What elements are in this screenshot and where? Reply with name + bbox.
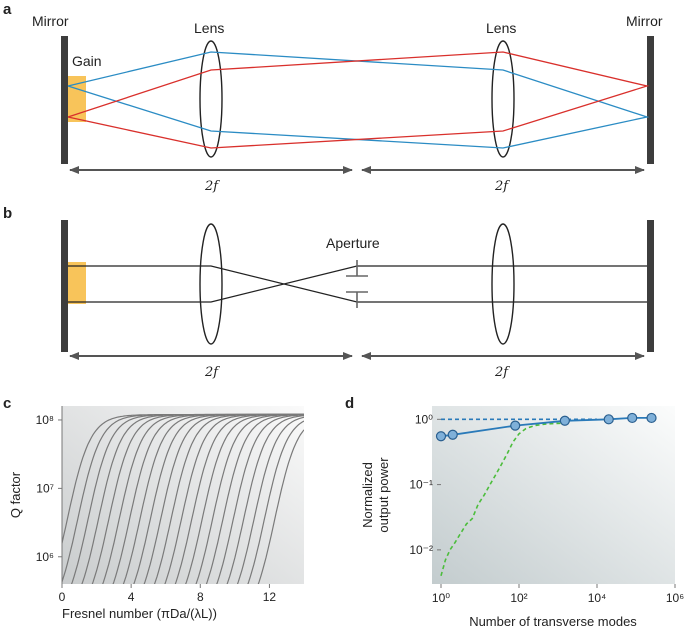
d-y-axis-label-line2: output power (376, 457, 391, 533)
d-y-ticks: 10⁻² 10⁻¹ 10⁰ (409, 412, 441, 557)
green-dashed-series (440, 422, 570, 577)
panel-a: a Mirror Mirror Gain Lens Lens 2f 2f (3, 1, 663, 194)
c-x-tick-label: 4 (128, 590, 135, 604)
data-point-marker (447, 429, 458, 440)
plot-d-series (435, 412, 657, 577)
c-y-tick-label: 10⁷ (36, 481, 54, 495)
dim-label-right: 2f (494, 365, 510, 380)
c-y-ticks: 10⁶ 10⁷ 10⁸ (36, 413, 62, 564)
d-y-tick-label: 10⁻² (409, 543, 433, 557)
aperture (346, 260, 368, 308)
data-point-marker (559, 415, 570, 426)
red-ray (67, 51, 650, 149)
data-point-marker (435, 431, 447, 442)
d-y-axis-label-line1: Normalized (360, 462, 375, 528)
q-factor-curve (195, 414, 304, 584)
d-y-tick-label: 10⁰ (415, 412, 433, 426)
c-x-tick-label: 12 (263, 590, 277, 604)
mirror-right (647, 36, 654, 164)
data-point-marker (627, 412, 638, 424)
lens-left-label: Lens (194, 20, 224, 36)
mirror-left (61, 36, 68, 164)
c-y-axis-label: Q factor (8, 471, 23, 518)
c-y-tick-label: 10⁶ (36, 550, 54, 564)
dim-label-right: 2f (494, 179, 510, 194)
dim-label-left: 2f (204, 365, 220, 380)
dim-label-left: 2f (204, 179, 220, 194)
c-x-tick-label: 0 (59, 590, 66, 604)
panel-c-letter: c (3, 395, 11, 412)
d-x-tick-label: 10⁴ (588, 591, 607, 605)
panel-a-letter: a (3, 1, 12, 18)
q-factor-curve (185, 414, 304, 584)
q-factor-curve (205, 414, 304, 584)
c-x-ticks: 0 4 8 12 (59, 584, 277, 604)
lens-left (199, 40, 223, 158)
plot-c-curves (62, 413, 304, 584)
q-factor-curve (216, 414, 304, 584)
c-y-tick-label: 10⁸ (36, 413, 54, 427)
lens-right (491, 223, 515, 345)
panel-b: b Aperture 2f 2f (3, 205, 654, 380)
lens-right (491, 40, 515, 158)
blue-ray (67, 51, 650, 149)
panel-d: d 10⁻² 10⁻¹ 10⁰ 10⁰ 10² 10⁴ 10⁶ Number of tra… (345, 395, 684, 629)
d-x-ticks: 10⁰ 10² 10⁴ 10⁶ (432, 584, 684, 605)
gain-medium (68, 262, 86, 304)
lens-left (199, 223, 223, 345)
gain-label: Gain (72, 53, 102, 69)
plot-d-background (432, 406, 675, 584)
d-y-tick-label: 10⁻¹ (409, 478, 433, 492)
panel-c: c 10⁶ 10⁷ 10⁸ 0 4 8 12 Fresnel number (πDa/(λ… (3, 395, 304, 621)
c-x-tick-label: 8 (197, 590, 204, 604)
mirror-left (61, 220, 68, 352)
d-x-tick-label: 10⁰ (432, 591, 450, 605)
data-point-marker (646, 412, 657, 424)
mirror-right (647, 220, 654, 352)
mirror-left-label: Mirror (32, 13, 69, 29)
mirror-right-label: Mirror (626, 13, 663, 29)
lens-right-label: Lens (486, 20, 516, 36)
aperture-label: Aperture (326, 235, 380, 251)
c-x-axis-label: Fresnel number (πDa/(λL)) (62, 606, 217, 621)
d-x-axis-label: Number of transverse modes (469, 614, 637, 629)
q-factor-curve (257, 429, 304, 584)
d-x-tick-label: 10⁶ (666, 591, 684, 605)
data-point-marker (603, 414, 614, 425)
data-point-marker (510, 420, 521, 431)
q-factor-curve (226, 415, 304, 584)
q-factor-curve (236, 416, 304, 584)
q-factor-curve (247, 420, 304, 584)
d-x-tick-label: 10² (510, 591, 527, 605)
panel-b-letter: b (3, 205, 12, 222)
panel-d-letter: d (345, 395, 354, 412)
